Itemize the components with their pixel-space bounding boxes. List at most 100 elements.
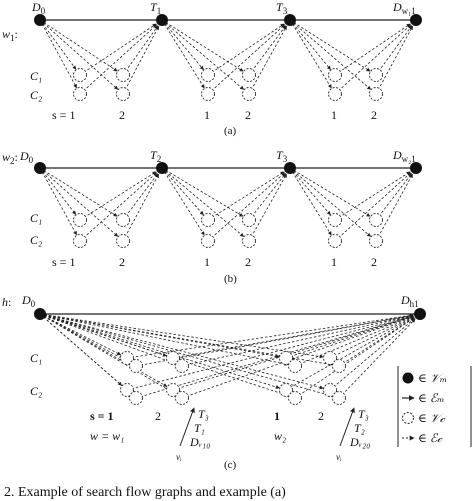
edge-in-b-0-1-1 xyxy=(39,167,119,237)
edge-out-b-0-1-1 xyxy=(122,173,160,242)
edge-in-c-0-1-0-b xyxy=(39,313,176,365)
sub-node-c-1-0-1 xyxy=(279,383,293,397)
edge-out-b-0-0-0 xyxy=(79,171,157,221)
s-label-a-1: 2 xyxy=(119,108,125,122)
main-node-c-0 xyxy=(34,308,46,320)
edge-in-b-1-0-0 xyxy=(161,167,204,216)
figure-caption-fragment: 2. Example of search flow graphs and exa… xyxy=(4,485,286,500)
class-label-b-1: C₁ xyxy=(30,211,42,225)
sub-node-c-1-0-1-b xyxy=(288,391,302,405)
sub-node-b-0-1-c2 xyxy=(116,234,130,248)
edge-in-c-1-0-0-b xyxy=(39,313,289,366)
edge-out-a-2-0-0 xyxy=(334,23,411,76)
main-node-a-0 xyxy=(34,14,46,26)
edges-panel-a xyxy=(39,19,414,95)
nodes-panel-b xyxy=(34,162,422,248)
edge-in-a-1-0-1 xyxy=(161,19,205,89)
edges-panel-b xyxy=(39,167,413,242)
edge-out-c-0-1-1-b xyxy=(181,315,414,399)
class-label-c-2: C₂ xyxy=(30,384,42,398)
edge-out-a-0-1-0 xyxy=(122,25,159,76)
edge-in-b-2-1-0 xyxy=(289,167,371,217)
sub-node-a-2-1-c1 xyxy=(369,68,383,82)
s-label-a-2: 1 xyxy=(204,108,210,122)
sub-node-c-0-1-1-b xyxy=(175,391,189,405)
edge-out-b-2-1-1 xyxy=(375,173,413,242)
sub-node-c-1-1-0-b xyxy=(332,359,346,373)
edge-out-b-2-0-0 xyxy=(334,171,411,221)
s-label-b-4: 1 xyxy=(331,255,337,269)
edge-in-b-1-1-0 xyxy=(161,167,244,217)
edge-out-a-0-1-1 xyxy=(122,25,160,95)
edge-in-c-1-0-1 xyxy=(39,313,280,389)
sub-node-a-1-1-c1 xyxy=(242,68,256,82)
sub-node-a-1-1-c2 xyxy=(242,87,256,101)
sub-node-b-1-1-c2 xyxy=(242,234,256,248)
s-label-a-0: s = 1 xyxy=(52,108,75,122)
edge-out-a-2-0-1 xyxy=(334,24,412,95)
row-label-c: h: xyxy=(2,295,11,309)
nodes-panel-a xyxy=(34,14,422,101)
stack-2-v: vᵢ xyxy=(336,452,342,462)
sub-node-a-2-0-c1 xyxy=(328,68,342,82)
edge-in-b-0-0-1 xyxy=(39,167,77,236)
edge-out-b-1-1-1 xyxy=(248,173,287,242)
panel-c: h: D0 Dh1 C₁ C₂ s = 1 2 1 2 w = w₁ w₂ T₃… xyxy=(2,293,426,471)
legend-filled-node-icon xyxy=(402,372,414,384)
main-node-c-1 xyxy=(414,308,426,320)
edge-out-a-0-0-1 xyxy=(79,24,158,95)
stack-arrow-2 xyxy=(339,407,355,447)
sub-node-b-1-0-c2 xyxy=(201,234,215,248)
s-label-b-0: s = 1 xyxy=(52,255,75,269)
edge-in-b-2-0-1 xyxy=(289,167,332,236)
edge-in-c-1-1-0 xyxy=(39,313,324,359)
class-label-a-1: C₁ xyxy=(30,69,42,83)
top-label-c-0: D0 xyxy=(21,293,36,309)
legend-text-2: ∈ 𝒱𝒸 xyxy=(418,411,446,425)
edge-out-b-1-1-0 xyxy=(248,173,286,221)
edge-out-b-0-1-0 xyxy=(122,173,159,221)
stack-1-item-1: T₁ xyxy=(194,421,205,435)
s-label-b-3: 2 xyxy=(245,255,251,269)
sub-node-c-1-1-1-b xyxy=(332,391,346,405)
edge-out-b-2-1-0 xyxy=(375,173,413,221)
stack-2-item-1: T₂ xyxy=(354,421,365,435)
main-node-b-0 xyxy=(34,162,46,174)
sub-node-b-1-1-c1 xyxy=(242,213,256,227)
nodes-panel-c xyxy=(34,308,426,405)
top-label-a-1: T1 xyxy=(150,0,161,16)
class-label-b-2: C₂ xyxy=(30,233,42,247)
sub-node-c-1-0-0-b xyxy=(288,359,302,373)
edge-in-b-1-1-1 xyxy=(161,167,245,237)
sub-node-b-2-1-c2 xyxy=(369,234,383,248)
legend-text-1: ∈ ℰₘ xyxy=(418,391,445,405)
class-label-c-1: C₁ xyxy=(30,351,42,365)
s-label-b-5: 2 xyxy=(371,255,377,269)
s-label-c-2: 1 xyxy=(274,409,280,423)
stack-2-item-2: Dᵥ₂₀ xyxy=(349,435,370,449)
edge-in-c-0-0-0 xyxy=(39,313,122,356)
sub-node-b-0-0-c1 xyxy=(73,213,87,227)
main-node-b-3 xyxy=(410,162,422,174)
panel-b: w2: D0 T2 T3 Dw₂1 C₁ C₂ s = 1 2 1 2 1 2 … xyxy=(2,148,422,285)
s-label-c-0: s = 1 xyxy=(90,409,114,423)
caption-c: (c) xyxy=(224,459,237,471)
edges-panel-c xyxy=(39,313,416,399)
edge-out-c-1-0-1 xyxy=(285,317,415,391)
legend-text-0: ∈ 𝒱ₘ xyxy=(418,371,447,385)
edge-in-c-0-1-1-b xyxy=(39,313,177,395)
s-label-c-3: 2 xyxy=(318,409,324,423)
sub-node-b-0-0-c2 xyxy=(73,234,87,248)
edge-out-c-1-1-1-b xyxy=(338,318,416,399)
sub-node-a-2-1-c2 xyxy=(369,87,383,101)
sub-node-c-1-0-0 xyxy=(279,351,293,365)
edge-out-b-2-0-1 xyxy=(334,172,412,242)
edge-out-c-1-0-0 xyxy=(285,315,414,359)
main-node-a-3 xyxy=(410,14,422,26)
edge-out-a-2-1-0 xyxy=(375,25,413,76)
sub-node-c-1-1-0 xyxy=(323,351,337,365)
top-label-a-0: D0 xyxy=(31,0,46,16)
edge-out-a-1-1-1 xyxy=(248,25,287,95)
sub-node-a-1-0-c1 xyxy=(201,68,215,82)
